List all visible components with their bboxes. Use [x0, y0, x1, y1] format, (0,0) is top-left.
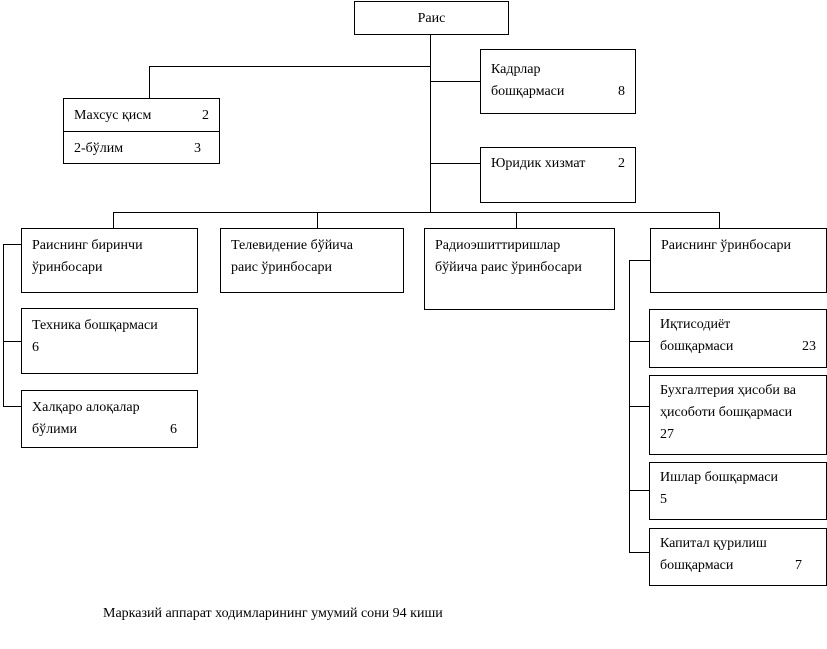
connector-line [3, 341, 21, 342]
box-label: бошқармаси [491, 84, 565, 99]
box-label: Ишлар бошқармаси [660, 470, 778, 485]
box-label: Телевидение бўйича [231, 238, 353, 253]
staff-count: 3 [194, 141, 201, 156]
box-label: 2-бўлим [74, 141, 124, 156]
affairs-box: Ишлар бошқармаси 5 [649, 462, 827, 520]
box-label: Раиснинг биринчи [32, 238, 143, 253]
legal-box: Юридик хизмат 2 [480, 147, 636, 203]
connector-line [3, 406, 21, 407]
box-label: бошқармаси [660, 339, 734, 354]
box-label: Махсус қисм [74, 108, 152, 123]
economics-box: Иқтисодиёт бошқармаси 23 [649, 309, 827, 368]
box-label: Раиснинг ўринбосари [661, 238, 791, 253]
box-label: раис ўринбосари [231, 260, 332, 275]
tv-deputy-box: Телевидение бўйича раис ўринбосари [220, 228, 404, 293]
connector-line [113, 212, 114, 228]
accounting-box: Бухгалтерия ҳисоби ва ҳисоботи бошқармас… [649, 375, 827, 455]
connector-line [430, 34, 431, 212]
box-label: Раис [417, 11, 446, 26]
connector-line [516, 212, 517, 228]
staff-count: 2 [618, 156, 625, 171]
connector-line [3, 244, 21, 245]
special-part-box: Махсус қисм 2 2-бўлим 3 [63, 98, 220, 164]
connector-line [629, 341, 649, 342]
connector-line [149, 66, 150, 98]
connector-line [149, 66, 430, 67]
personnel-box: Кадрлар бошқармаси 8 [480, 49, 636, 114]
box-label: бошқармаси [660, 558, 734, 573]
connector-line [719, 212, 720, 228]
staff-count: 27 [660, 427, 674, 442]
first-deputy-box: Раиснинг биринчи ўринбосари [21, 228, 198, 293]
connector-line [430, 163, 480, 164]
connector-line [317, 212, 318, 228]
box-label: Кадрлар [491, 62, 541, 77]
box-label: бўйича раис ўринбосари [435, 260, 582, 275]
box-label: Бухгалтерия ҳисоби ва [660, 383, 796, 398]
staff-count: 8 [618, 84, 625, 99]
staff-count: 2 [202, 108, 209, 123]
box-label: ҳисоботи бошқармаси [660, 405, 793, 420]
connector-line [629, 490, 649, 491]
connector-line [430, 81, 480, 82]
technical-box: Техника бошқармаси 6 [21, 308, 198, 374]
radio-deputy-box: Радиоэшиттиришлар бўйича раис ўринбосари [424, 228, 615, 310]
staff-count: 6 [170, 422, 177, 437]
connector-line [629, 260, 650, 261]
connector-line [113, 212, 720, 213]
box-label: Халқаро алоқалар [32, 400, 140, 415]
box-label: Радиоэшиттиришлар [435, 238, 561, 253]
staff-count: 5 [660, 492, 667, 507]
staff-count: 6 [32, 340, 39, 355]
chairman-box: Раис [354, 1, 509, 35]
connector-line [3, 244, 4, 406]
box-label: бўлими [32, 422, 77, 437]
box-label: Техника бошқармаси [32, 318, 158, 333]
box-label: Иқтисодиёт [660, 317, 731, 332]
construction-box: Капитал қурилиш бошқармаси 7 [649, 528, 827, 586]
box-label: ўринбосари [32, 260, 103, 275]
staff-count: 23 [802, 339, 816, 354]
total-staff-note: Марказий аппарат ходимларининг умумий со… [103, 606, 443, 621]
connector-line [629, 552, 649, 553]
staff-count: 7 [795, 558, 802, 573]
deputy-box: Раиснинг ўринбосари [650, 228, 827, 293]
connector-line [629, 406, 649, 407]
box-label: Юридик хизмат [491, 156, 586, 171]
international-box: Халқаро алоқалар бўлими 6 [21, 390, 198, 448]
box-label: Капитал қурилиш [660, 536, 767, 551]
